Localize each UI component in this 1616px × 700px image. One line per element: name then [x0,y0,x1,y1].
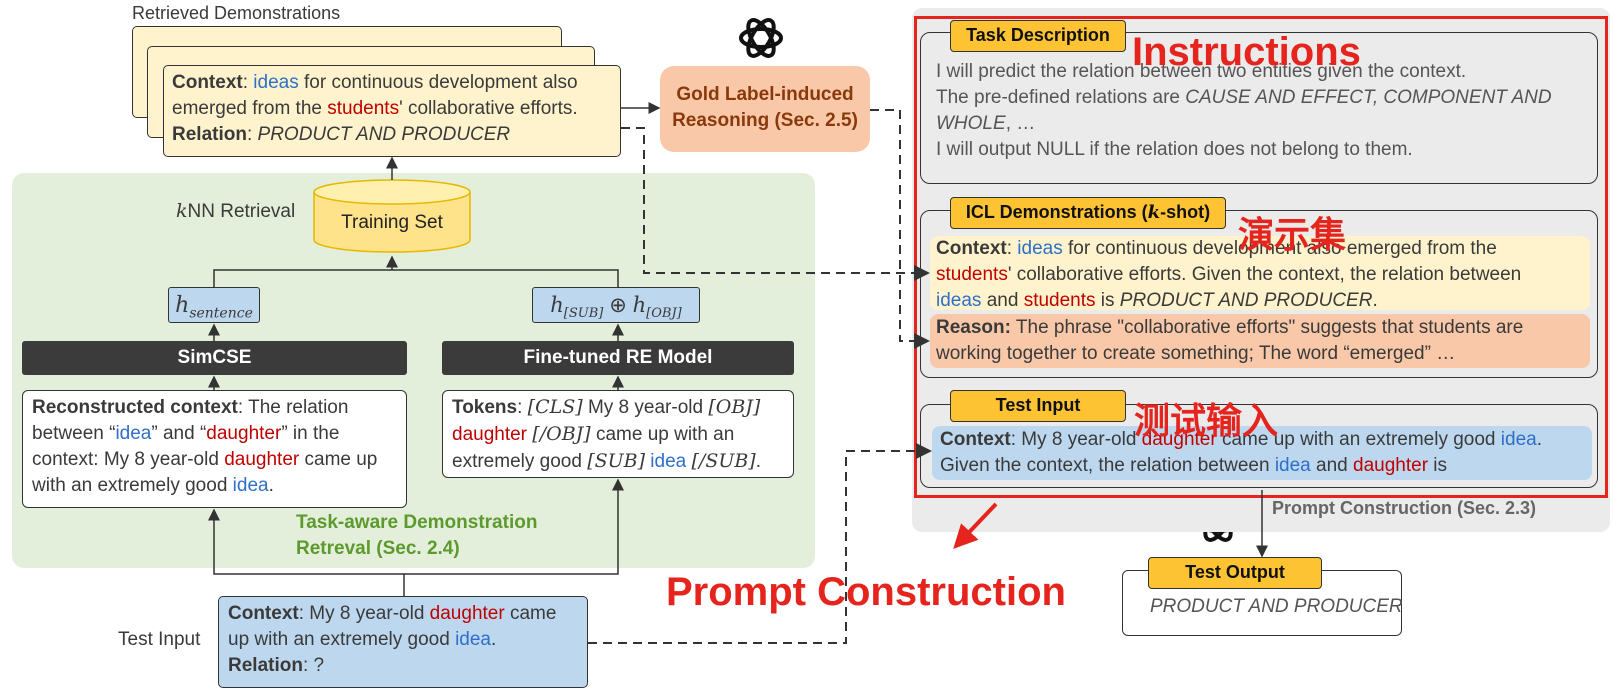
test-input-badge: Test Input [950,390,1126,422]
training-set-label: Training Set [341,212,443,233]
retrieved-title: Retrieved Demonstrations [132,3,341,23]
icl-demo-context: Context: ideas for continuous developmen… [930,236,1590,311]
icl-demo-reason: Reason: The phrase "collaborative effort… [930,314,1590,368]
task-aware-label: Task-aware Demonstration Retreval (Sec. … [296,512,538,559]
reconstructed-context-card: Reconstructed context: The relation betw… [22,390,407,508]
task-description-text: I will predict the relation between two … [936,61,1552,160]
icl-demonstrations-badge: ICL Demonstrations (k-shot) [950,197,1226,229]
instructions-highlight-frame [914,16,1608,498]
test-input-card: Context: My 8 year-old daughter came up … [218,596,588,688]
instructions-annotation: Instructions [1132,30,1361,74]
test-output-badge: Test Output [1148,557,1322,589]
tokens-card: Tokens: [CLS] My 8 year-old [OBJ] daught… [442,390,794,478]
test-input-annotation: 测试输入 [1134,401,1279,442]
openai-logo-icon [739,18,783,58]
retrieved-card: Context: ideas for continuous developmen… [163,65,621,157]
test-input-right-card: Context: My 8 year-old daughter came up … [932,426,1592,480]
icl-demonstrations-box [920,210,1598,378]
gold-label-reasoning-box: Gold Label-induced Reasoning (Sec. 2.5) [660,66,870,152]
prompt-construction-section-label: Prompt Construction (Sec. 2.3) [1272,498,1537,518]
test-output-value: PRODUCT AND PRODUCER [1150,596,1403,617]
task-description-badge: Task Description [950,20,1126,52]
training-set-database-icon [313,179,471,253]
finetuned-re-model-bar: Fine-tuned RE Model [442,341,794,375]
task-description-box [920,32,1598,184]
knn-retrieval-label: kNN Retrieval [176,200,296,222]
demo-set-annotation: 演示集 [1238,215,1347,256]
h-sub-obj-box: h[SUB] ⊕ h[OBJ] [532,287,700,323]
h-sentence-box: hsentence [168,287,260,323]
test-input-label: Test Input [118,629,201,650]
simcse-bar: SimCSE [22,341,407,375]
prompt-construction-annotation: Prompt Construction [666,570,1066,614]
